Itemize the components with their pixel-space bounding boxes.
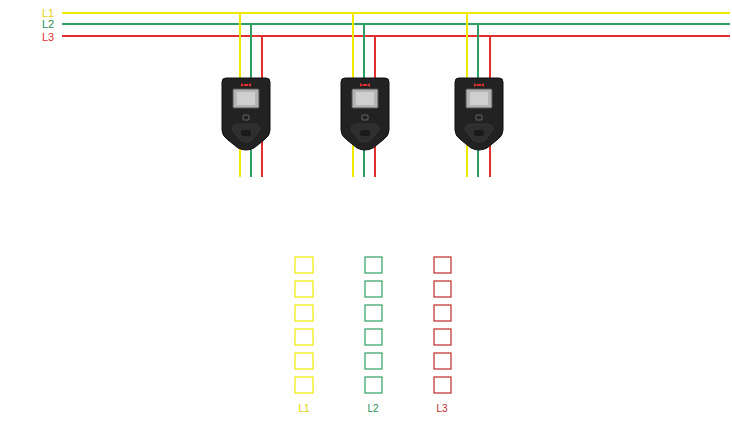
slot-square bbox=[365, 377, 382, 393]
charger-illustration bbox=[455, 78, 503, 150]
column-label: L1 bbox=[298, 404, 309, 414]
charger-illustration bbox=[341, 78, 389, 150]
slot-square bbox=[365, 281, 382, 297]
l2-bus bbox=[62, 23, 730, 25]
phase-label: L2 bbox=[42, 19, 54, 30]
column-label: L3 bbox=[436, 404, 447, 414]
slot-square bbox=[295, 329, 313, 345]
slot-square bbox=[295, 281, 313, 297]
slot-square bbox=[434, 377, 451, 393]
slot-square bbox=[434, 281, 451, 297]
slot-square bbox=[365, 305, 382, 321]
l3-slot-column bbox=[434, 257, 451, 393]
slot-square bbox=[295, 257, 313, 273]
slot-square bbox=[434, 305, 451, 321]
phase-label: L1 bbox=[42, 8, 54, 19]
column-label: L2 bbox=[367, 404, 378, 414]
slot-square bbox=[434, 353, 451, 369]
l1-bus bbox=[62, 12, 730, 14]
slot-square bbox=[434, 257, 451, 273]
l1-slot-column bbox=[295, 257, 313, 393]
l3-bus bbox=[62, 35, 730, 37]
slot-square bbox=[295, 305, 313, 321]
slot-square bbox=[365, 257, 382, 273]
slot-square bbox=[365, 353, 382, 369]
slot-square bbox=[295, 353, 313, 369]
charger-illustration bbox=[222, 78, 270, 150]
slot-square bbox=[295, 377, 313, 393]
slot-square bbox=[365, 329, 382, 345]
l2-slot-column bbox=[365, 257, 382, 393]
slot-square bbox=[434, 329, 451, 345]
phase-label: L3 bbox=[42, 32, 54, 43]
